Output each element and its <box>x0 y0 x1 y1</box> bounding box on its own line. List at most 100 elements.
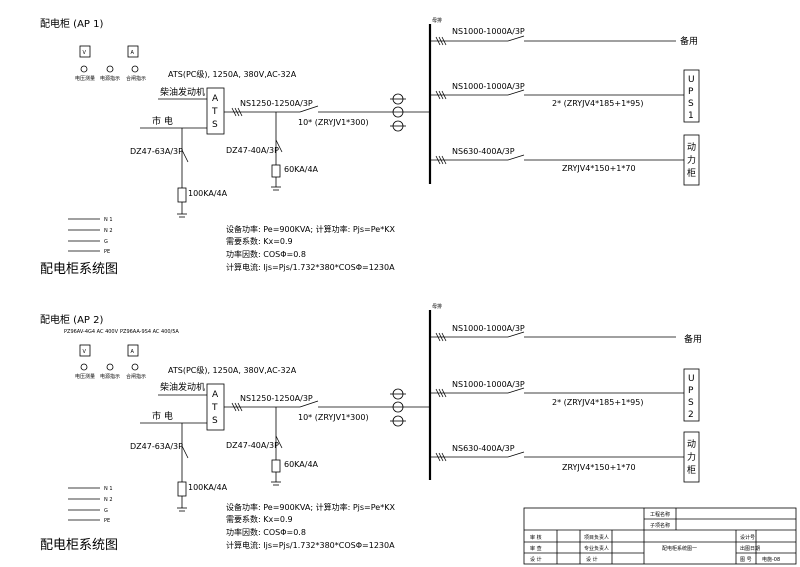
role-label: 项目负责人 <box>584 534 609 541</box>
feeder-breaker-label: NS630-400A/3P <box>452 147 515 156</box>
ammeter-icon <box>127 344 139 357</box>
tick-mark <box>435 36 441 46</box>
legend-label: N 1 <box>104 486 113 492</box>
tick-mark <box>438 388 444 398</box>
tick-mark <box>231 107 237 117</box>
feeder-breaker-label: NS1000-1000A/3P <box>452 82 525 91</box>
ammeter-label: A <box>131 349 135 355</box>
breaker-contact <box>507 35 525 42</box>
bus-legend: N 1 N 2 G PE <box>68 486 113 524</box>
voltmeter-label: V <box>83 50 87 56</box>
cabinet-letter: 动 <box>687 142 696 153</box>
approval-label: 审 核 <box>530 534 542 541</box>
ats-letter: A <box>212 94 219 104</box>
calc-line: 计算电流: Ijs=Pjs/1.732*380*COSΦ=1230A <box>226 262 395 272</box>
feeder-cable-label: ZRYJV4*150+1*70 <box>562 164 636 173</box>
mains-label: 市 电 <box>152 115 173 127</box>
legend-label: N 2 <box>104 497 113 503</box>
meter-model-label: PZ96AA-9S4 AC 400/5A <box>120 329 179 335</box>
ats-letter: A <box>212 390 219 400</box>
meters: V A 电压测量 电源指示 合闸指示 <box>75 45 146 82</box>
approval-label: 审 查 <box>530 545 542 552</box>
feeder-ups: NS1000-1000A/3P 2* (ZRYJV4*185+1*95) U P… <box>430 368 700 422</box>
panel-footer-title: 配电柜系统图 <box>40 538 118 553</box>
tick-mark <box>441 332 447 342</box>
ups-letter: U <box>688 75 695 85</box>
arrester-right-label: 60KA/4A <box>284 460 319 469</box>
title-block: 工程名称 子项名称 审 核 审 查 设 计 项目负责人 专业负责人 设 计 配电… <box>523 507 797 565</box>
main-breaker-contact <box>299 105 319 113</box>
ups-box <box>683 69 700 123</box>
drawing-name: 配电柜系统图一 <box>662 545 697 552</box>
role-label: 设 计 <box>586 556 598 563</box>
meters: PZ96AV-4G4 AC 400V PZ96AA-9S4 AC 400/5A … <box>64 329 179 380</box>
tick-mark <box>435 452 441 462</box>
ammeter-label: A <box>131 50 135 56</box>
main-cable-label: 10* (ZRYJV1*300) <box>298 413 369 422</box>
ups-letter: P <box>688 386 694 396</box>
feeder-cable-label: 2* (ZRYJV4*185+1*95) <box>552 99 643 108</box>
indicator-lamp-icon <box>80 65 88 73</box>
feeder-power-cabinet: NS630-400A/3P ZRYJV4*150+1*70 动 力 柜 <box>430 431 700 483</box>
tick-mark <box>237 107 243 117</box>
role-label: 专业负责人 <box>584 545 609 552</box>
tick-mark <box>234 402 240 412</box>
tick-mark <box>438 332 444 342</box>
tick-mark <box>441 155 447 165</box>
cabinet-letter: 动 <box>687 439 696 450</box>
feeder-cable-label: 2* (ZRYJV4*185+1*95) <box>552 398 643 407</box>
ups-letter: S <box>688 99 694 109</box>
ammeter-icon <box>127 45 139 58</box>
calc-line: 设备功率: Pe=900KVA; 计算功率: Pjs=Pe*KX <box>226 502 395 512</box>
tick-mark <box>435 388 441 398</box>
dz-left-label: DZ47-63A/3P <box>130 147 183 156</box>
branch-breaker-left <box>181 445 189 459</box>
dz-right-label: DZ47-40A/3P <box>226 146 279 155</box>
arrester-right-label: 60KA/4A <box>284 165 319 174</box>
surge-arrester-icon <box>271 164 281 178</box>
tick-mark <box>231 402 237 412</box>
right-label: 出图日期 <box>740 545 760 552</box>
calc-line: 设备功率: Pe=900KVA; 计算功率: Pjs=Pe*KX <box>226 224 395 234</box>
branch-breaker-right <box>275 435 283 449</box>
ats-spec: ATS(PC级), 1250A, 380V,AC-32A <box>168 69 297 79</box>
feeder-spare: NS1000-1000A/3P 备用 <box>430 27 698 47</box>
ats-letter: T <box>211 107 218 117</box>
current-transformer-icon <box>392 401 404 413</box>
feeder-breaker-label: NS1000-1000A/3P <box>452 27 525 36</box>
ups-letter: 2 <box>688 410 694 420</box>
tick-mark <box>435 332 441 342</box>
cabinet-letter: 柜 <box>687 167 696 179</box>
tick-mark <box>435 90 441 100</box>
surge-arrester-icon <box>271 459 281 473</box>
feeder-power-cabinet: NS630-400A/3P ZRYJV4*150+1*70 动 力 柜 <box>430 134 700 186</box>
feeder-cable-label: ZRYJV4*150+1*70 <box>562 463 636 472</box>
branch-breaker-left <box>181 149 189 163</box>
breaker-contact <box>507 387 525 394</box>
calc-line: 计算电流: Ijs=Pjs/1.732*380*COSΦ=1230A <box>226 540 395 550</box>
dz-left-label: DZ47-63A/3P <box>130 442 183 451</box>
project-name-label: 工程名称 <box>650 511 670 518</box>
feeder-ups: NS1000-1000A/3P 2* (ZRYJV4*185+1*95) U P… <box>430 69 700 123</box>
approval-label: 设 计 <box>530 556 542 563</box>
right-label: 设计号 <box>740 534 755 541</box>
tick-mark <box>438 155 444 165</box>
bus-legend: N 1 N 2 G PE <box>68 217 113 255</box>
tick-mark <box>438 90 444 100</box>
power-cabinet-box <box>683 431 700 483</box>
cabinet-letter: 柜 <box>687 464 696 476</box>
lamp-label: 合闸指示 <box>126 373 146 380</box>
voltmeter-label: V <box>83 349 87 355</box>
feeder-breaker-label: NS1000-1000A/3P <box>452 324 525 333</box>
tick-mark <box>441 90 447 100</box>
arrester-left-label: 100KA/4A <box>188 189 228 198</box>
dz-right-label: DZ47-40A/3P <box>226 441 279 450</box>
sub-name-label: 子项名称 <box>650 522 670 529</box>
breaker-contact <box>507 331 525 338</box>
breaker-contact <box>507 451 525 458</box>
voltmeter-icon <box>79 45 91 58</box>
branch-breaker-right <box>275 139 283 153</box>
ups-letter: P <box>688 87 694 97</box>
busbar-label: 母排 <box>432 17 442 24</box>
lamp-label: 电压测量 <box>75 373 95 380</box>
